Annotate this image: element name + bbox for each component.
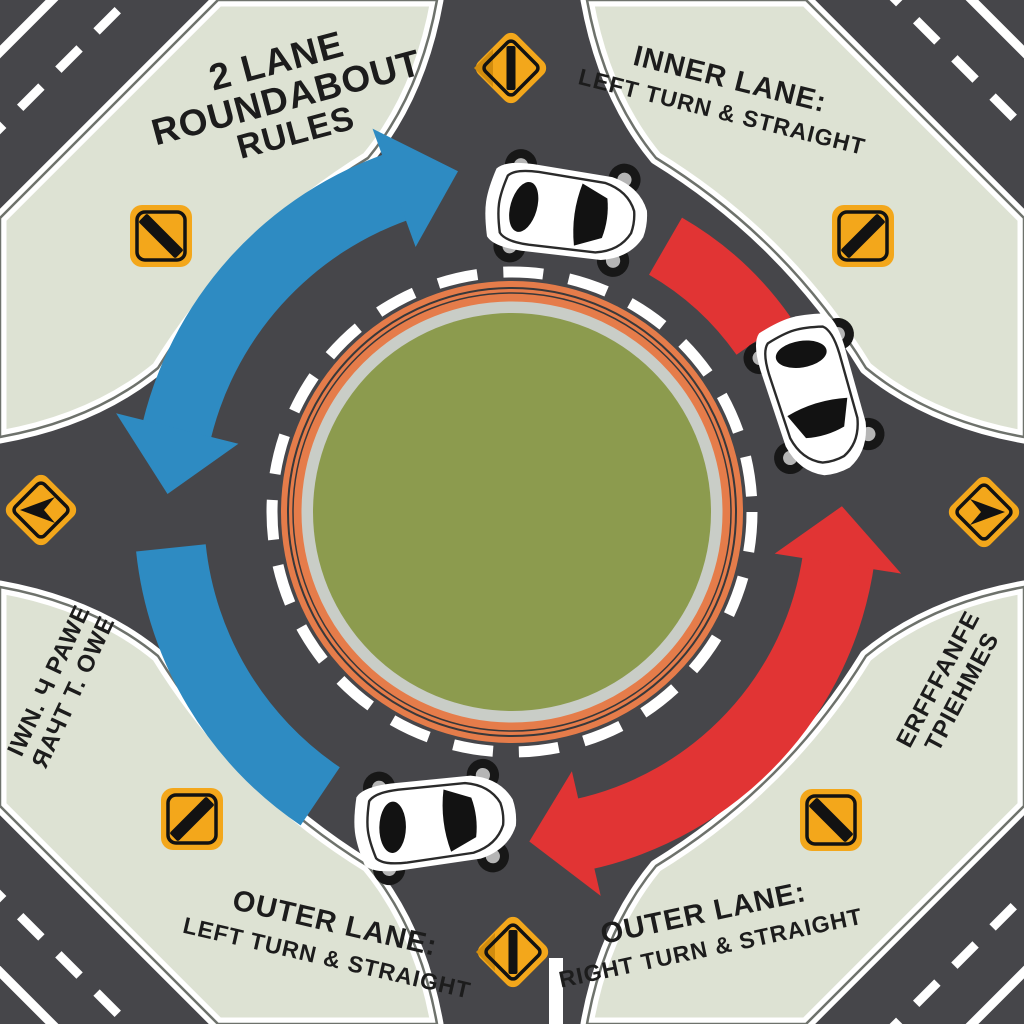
windshield — [573, 183, 608, 246]
lane-marking-solid-ne — [965, 0, 1024, 59]
blue-flow-band-lower-left — [136, 544, 340, 826]
center-island — [266, 266, 758, 758]
corner-island-top-right — [580, 0, 1024, 444]
warning-sign-northwest — [130, 205, 192, 267]
lane-marking-solid-sw — [0, 965, 59, 1024]
arrowhead-icon — [372, 128, 458, 247]
rear-window — [509, 181, 539, 232]
lane-marking-solid-se — [965, 965, 1024, 1024]
center-ring-hairline-outer — [287, 287, 737, 737]
lane-marking-dashed-nw — [0, 0, 135, 135]
right-chevron-icon — [970, 499, 1005, 525]
lane-marking-solid-nw — [0, 0, 59, 59]
red-flow-arrow-lower-right — [529, 506, 902, 896]
car-right — [743, 313, 885, 476]
vertical-bar-icon — [508, 930, 518, 974]
lane-marking-dashed-ne — [889, 0, 1024, 135]
warning-sign-north — [474, 32, 547, 104]
red-flow-band-upper-right — [649, 217, 791, 355]
rear-window — [379, 801, 406, 853]
windshield — [442, 789, 477, 852]
vertical-bar-icon — [506, 46, 516, 90]
center-grass-circle — [313, 313, 711, 711]
blue-flow-arrow-upper-left — [116, 128, 458, 494]
rear-window — [775, 340, 827, 368]
warning-sign-west — [5, 474, 77, 546]
warning-sign-southwest — [161, 788, 223, 850]
diagonal-bar-icon — [809, 798, 853, 842]
lane-divider-dashed-circle — [266, 266, 758, 758]
warning-sign-east — [948, 476, 1020, 548]
windshield — [787, 397, 848, 439]
lane-marking-dashed-sw — [0, 889, 135, 1024]
warning-sign-northeast — [832, 205, 894, 267]
warning-sign-southeast — [800, 789, 862, 851]
diagonal-bar-icon — [841, 214, 885, 258]
center-orange-ring — [281, 281, 743, 743]
left-chevron-icon — [20, 497, 55, 523]
car-bottom — [354, 758, 517, 886]
arrowhead-icon — [529, 771, 601, 896]
diagonal-bar-icon — [170, 797, 214, 841]
center-gray-ring — [301, 301, 723, 723]
warning-sign-south — [476, 916, 549, 988]
car-top — [485, 149, 648, 277]
arrowhead-icon — [116, 413, 239, 494]
arrowhead-icon — [774, 506, 902, 574]
center-ring-hairline-inner — [292, 292, 732, 732]
lane-marking-dashed-se — [889, 889, 1024, 1024]
diagonal-bar-icon — [139, 214, 183, 258]
